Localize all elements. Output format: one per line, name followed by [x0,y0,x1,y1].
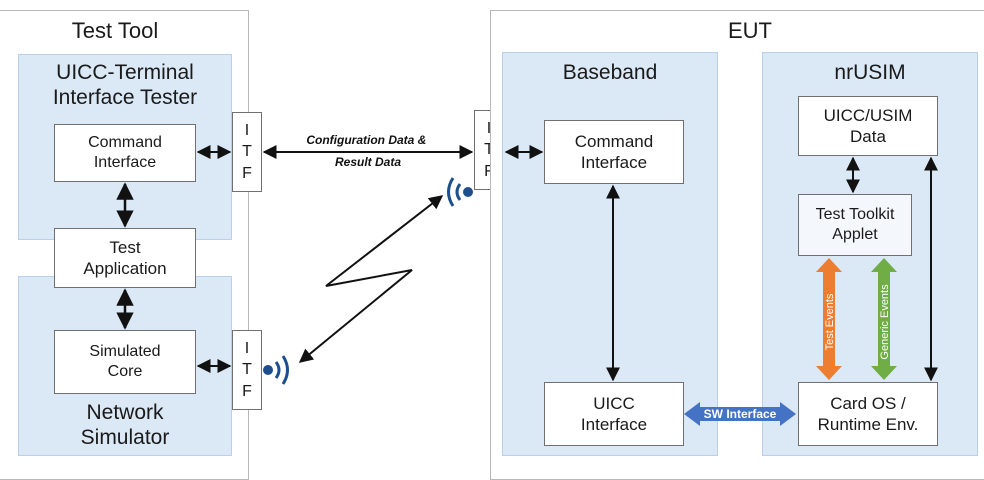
test-tool-title: Test Tool [71,18,159,43]
simulated-core-box: Simulated Core [54,330,196,394]
tester-command-interface-box: Command Interface [54,124,196,182]
network-simulator-title: Network Simulator [80,401,170,450]
itf-letter: T [242,361,252,379]
nrusim-title: nrUSIM [834,61,906,84]
wireless-link-bolt [298,195,444,363]
itf-letter: T [484,141,494,159]
eut-title: EUT [728,18,772,43]
itf-letter: T [242,143,252,161]
itf-letter: F [242,164,252,182]
test-toolkit-applet-box: Test Toolkit Applet [798,194,912,256]
itf-tester-box: I T F [232,112,262,192]
itf-letter: I [244,121,250,139]
simulator-wireless-icon [263,355,289,385]
test-application-box: Test Application [54,228,196,288]
itf-letter: F [484,162,494,180]
itf-letter: F [242,382,252,400]
eut-wireless-icon [447,177,473,207]
itf-letter: I [486,119,492,137]
baseband-command-interface-box: Command Interface [544,120,684,184]
itf-letter: I [244,339,250,357]
itf-simulator-box: I T F [232,330,262,410]
uicc-interface-box: UICC Interface [544,382,684,446]
interface-tester-title: UICC-Terminal Interface Tester [52,61,198,110]
card-os-box: Card OS / Runtime Env. [798,382,938,446]
uicc-usim-data-box: UICC/USIM Data [798,96,938,156]
config-data-label: Configuration Data & Result Data [306,133,429,169]
baseband-title: Baseband [562,61,658,84]
